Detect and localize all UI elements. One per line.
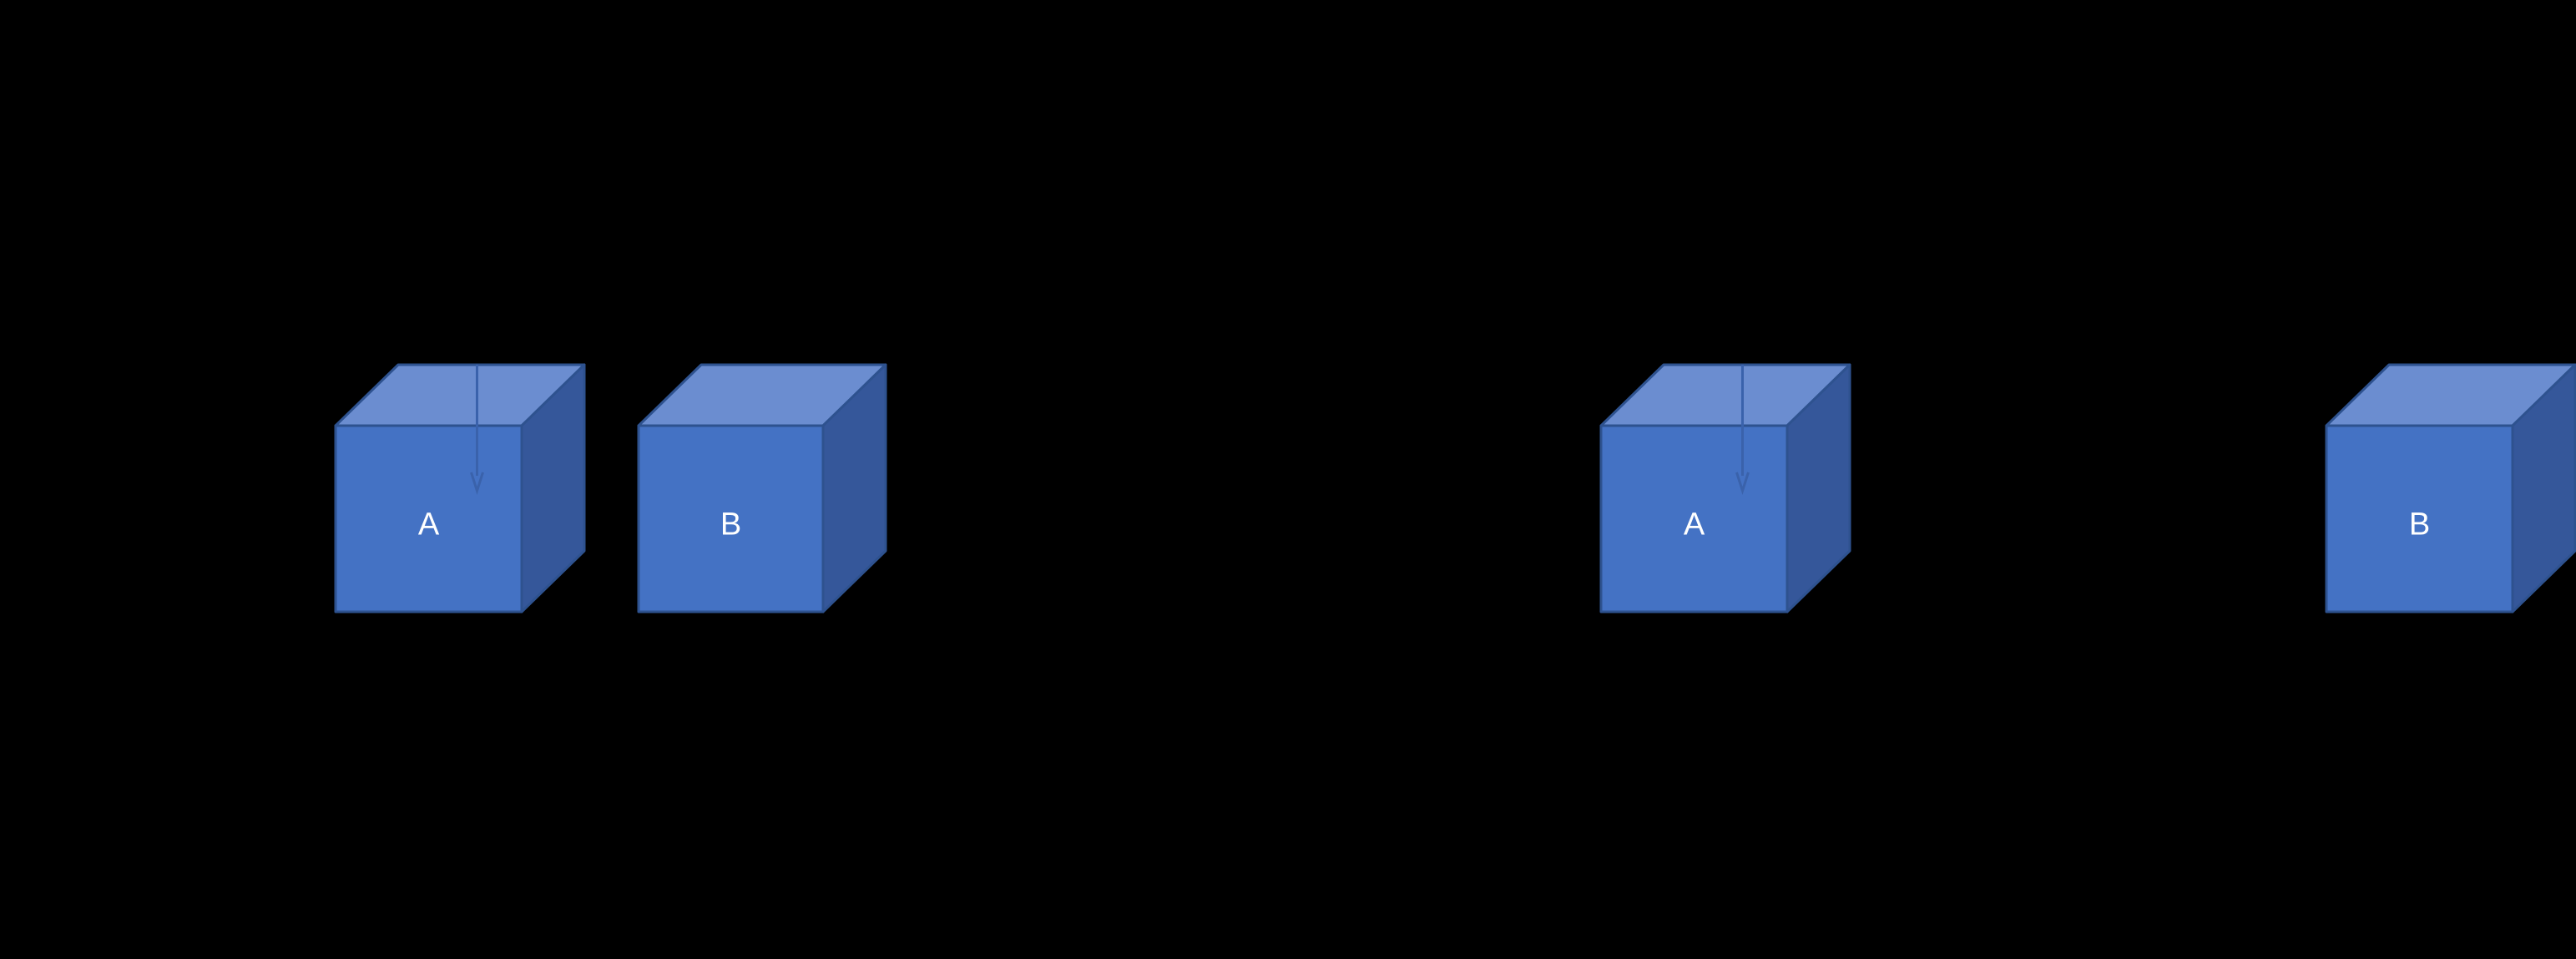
cube-front-face bbox=[1599, 424, 1789, 613]
cube-front-face bbox=[334, 424, 523, 613]
cube-b-4: B bbox=[2325, 363, 2576, 613]
cube-b-2: B bbox=[637, 363, 887, 613]
cube-label: B bbox=[720, 507, 741, 542]
down-arrow-icon bbox=[1735, 365, 1750, 495]
cube-front-face bbox=[637, 424, 825, 613]
cube-label: A bbox=[1684, 507, 1705, 542]
cube-a-3: A bbox=[1599, 363, 1851, 613]
cube-label: A bbox=[418, 507, 440, 542]
cube-front-face bbox=[2325, 424, 2514, 613]
cube-label: B bbox=[2409, 507, 2430, 542]
down-arrow-icon bbox=[470, 365, 484, 495]
cube-a-1: A bbox=[334, 363, 586, 613]
